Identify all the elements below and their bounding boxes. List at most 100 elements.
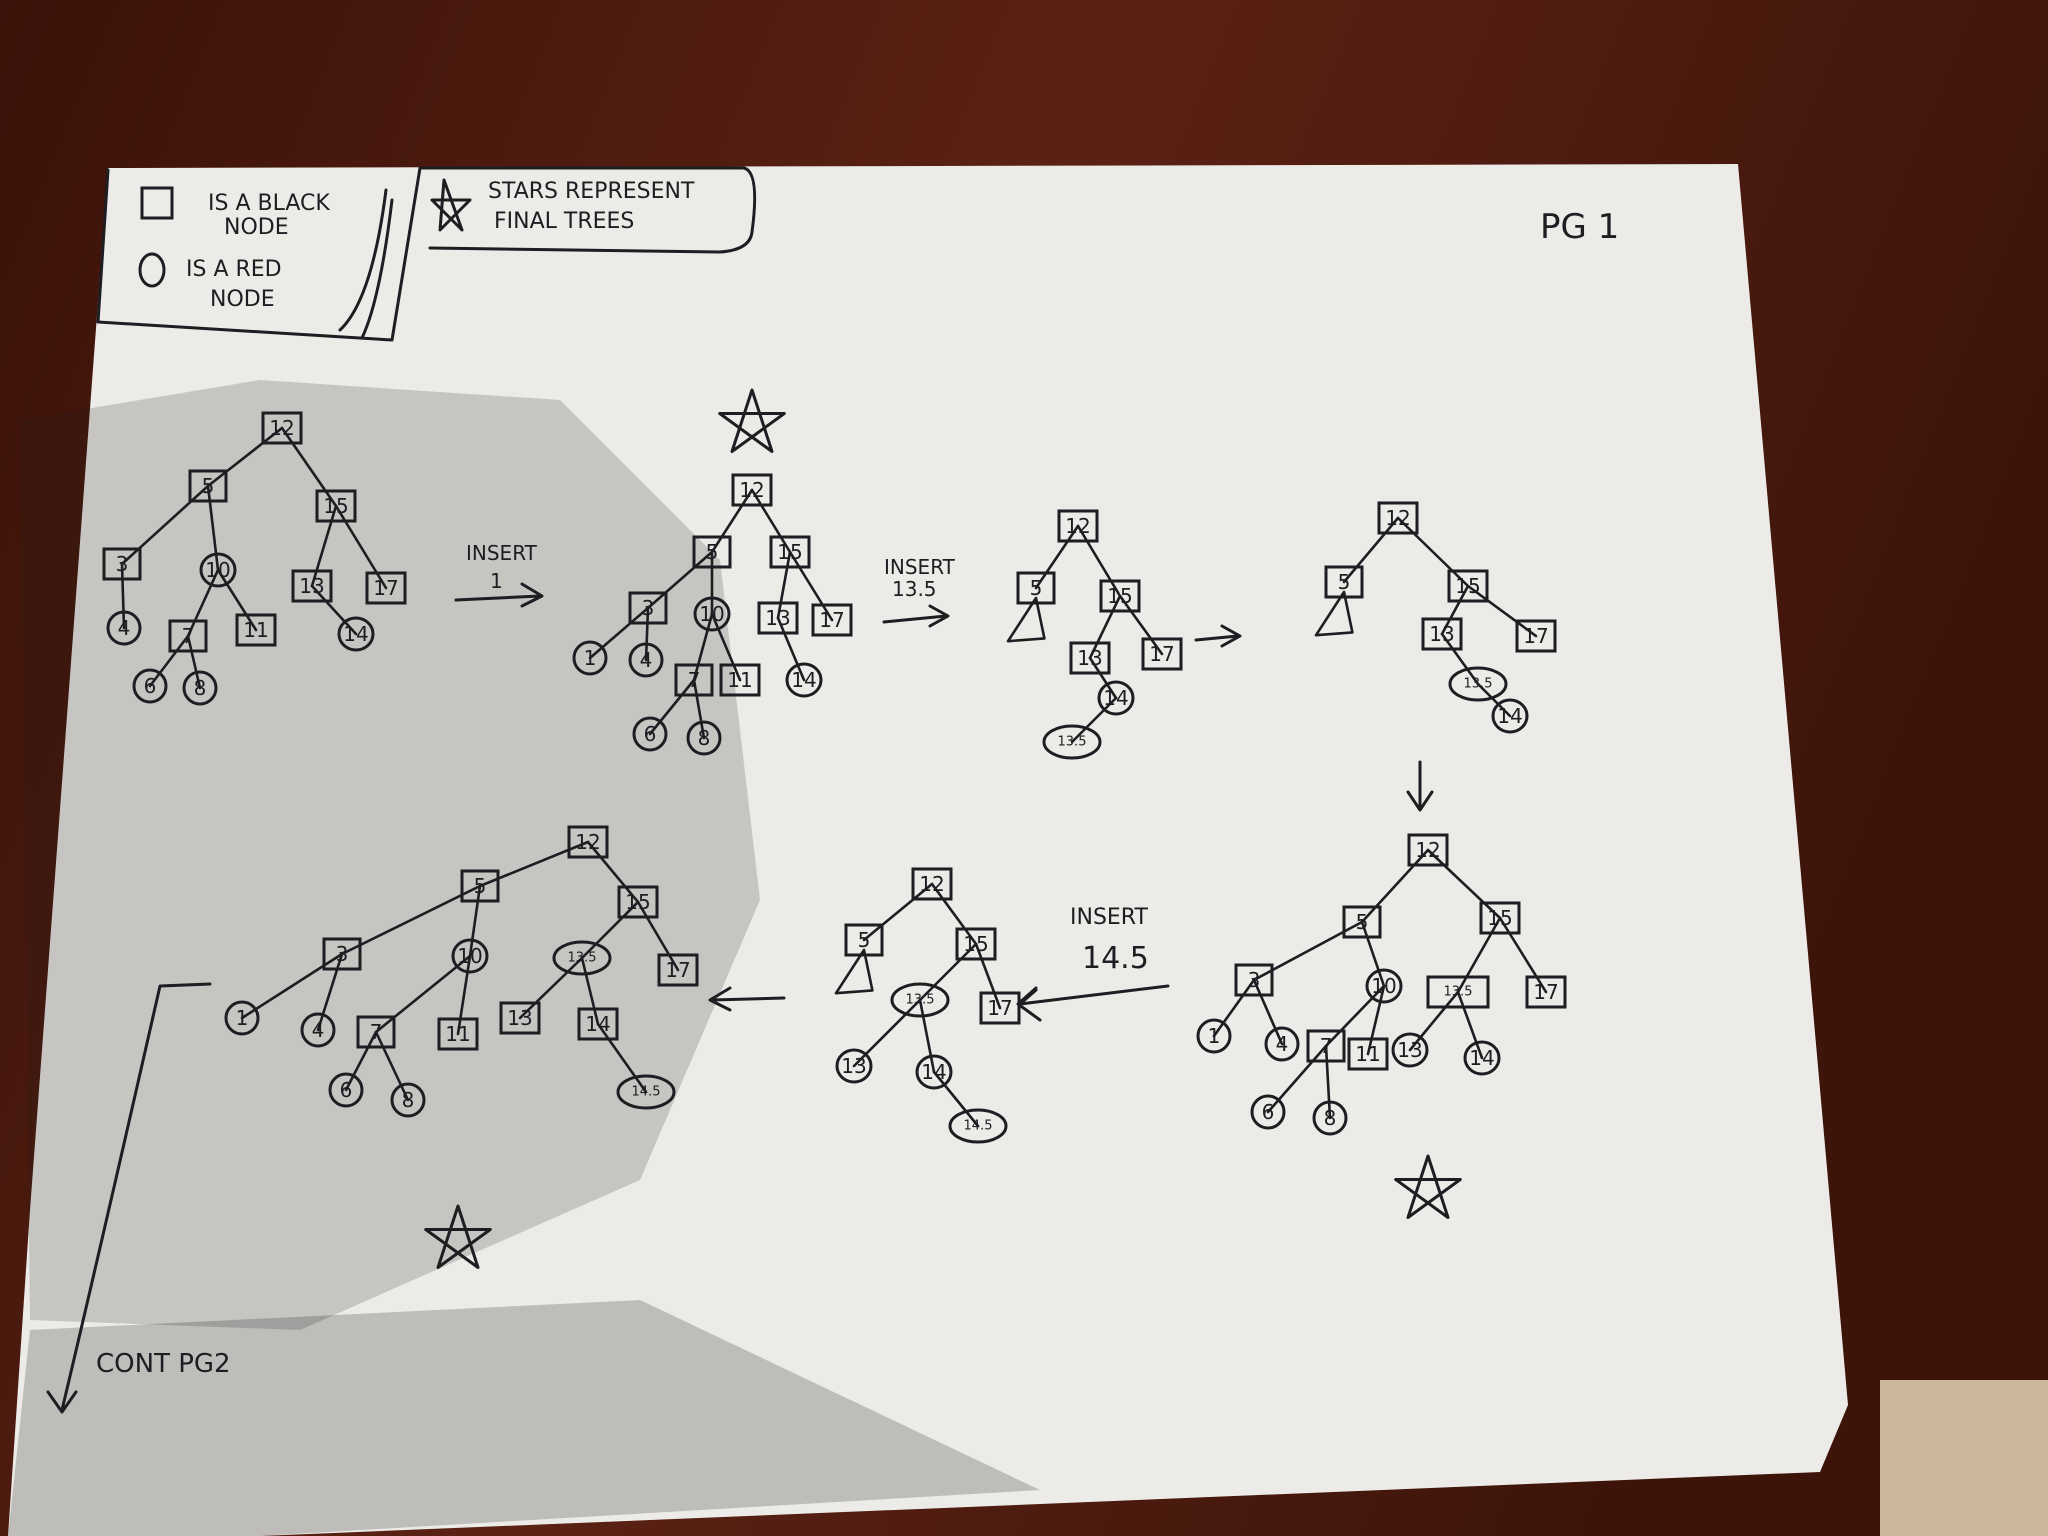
red-node-legend-icon: [138, 252, 166, 288]
tree-edge: [710, 488, 754, 554]
tree-edge: [340, 884, 482, 956]
black-node: 15: [1447, 569, 1489, 603]
red-node: 8: [686, 720, 722, 756]
black-node-box: [102, 547, 142, 581]
black-node-box: [168, 619, 208, 653]
black-node-box: [235, 613, 277, 647]
insert-14-5-label: INSERT 14.5: [1070, 905, 1149, 976]
red-node: 10: [1365, 968, 1403, 1004]
black-node: 15: [955, 927, 997, 961]
legend-black-line2: NODE: [224, 215, 289, 240]
tree-edge: [692, 678, 706, 740]
node-label: 1: [1208, 1024, 1221, 1048]
black-node-box: [979, 991, 1021, 1025]
node-label: 11: [727, 668, 752, 692]
tree-edge: [216, 568, 258, 632]
final-tree-star-icon: [424, 1204, 492, 1269]
black-node: 5: [460, 869, 500, 903]
tree-edge: [1034, 524, 1080, 590]
tree-edge: [776, 616, 806, 682]
tree-edge: [1456, 990, 1484, 1060]
continue-line: [46, 982, 212, 1414]
red-node: 14: [1097, 680, 1135, 716]
red-node: 10: [693, 596, 731, 632]
red-node-circle: [1264, 1026, 1300, 1062]
node-label: 1: [584, 646, 597, 670]
red-node: 4: [628, 642, 664, 678]
node-label: 13: [1077, 646, 1102, 670]
red-node: 14: [1491, 698, 1529, 734]
tree-edge: [1070, 696, 1118, 744]
star-legend-icon: [430, 178, 472, 232]
node-label: 3: [336, 942, 349, 966]
black-node: 15: [315, 489, 357, 523]
red-node: 6: [632, 716, 668, 752]
tree-edge: [1212, 978, 1256, 1038]
tree-edge: [930, 882, 978, 946]
black-node-box: [1447, 569, 1489, 603]
red-node-circle: [224, 1000, 260, 1036]
node-label: 11: [243, 618, 268, 642]
red-node-circle: [835, 1048, 873, 1084]
black-node: 15: [1479, 901, 1521, 935]
red-node-circle: [572, 640, 608, 676]
tree-edge: [310, 584, 358, 636]
node-label: 13: [299, 574, 324, 598]
black-node: 11: [1347, 1037, 1389, 1071]
red-node: 8: [182, 670, 218, 706]
node-label: 13: [841, 1054, 866, 1078]
node-label: 12: [739, 478, 764, 502]
black-node-box: [1347, 1037, 1389, 1071]
black-node-box: [1421, 617, 1463, 651]
black-node-box: [1057, 509, 1099, 543]
black-node: 3: [628, 591, 668, 625]
black-node-box: [1306, 1029, 1346, 1063]
black-node-box: [1407, 833, 1449, 867]
red-node: 6: [1250, 1094, 1286, 1130]
tree-edge: [596, 1022, 648, 1094]
node-label: 11: [1355, 1042, 1380, 1066]
tree-edge: [374, 1030, 410, 1102]
legend-stars-line1: STARS REPRESENT: [488, 179, 695, 204]
subtree-triangle: [1314, 590, 1354, 637]
node-label: 17: [819, 608, 844, 632]
node-label: 15: [625, 890, 650, 914]
tree-edge: [862, 882, 934, 942]
node-label: 15: [1455, 574, 1480, 598]
node-label: 7: [370, 1020, 383, 1044]
red-node-circle: [686, 720, 722, 756]
red-node: 14.5: [948, 1108, 1008, 1144]
insert-1-label: INSERT 1: [466, 541, 538, 593]
black-node: 14: [577, 1007, 619, 1041]
tree-edge: [1466, 584, 1538, 638]
black-node-box: [1342, 905, 1382, 939]
red-node: 14: [915, 1054, 953, 1090]
red-node-circle: [328, 1072, 364, 1108]
red-node: 14: [1463, 1040, 1501, 1076]
black-node-box: [567, 825, 609, 859]
black-node-box: [1099, 579, 1141, 613]
tree-edge: [1476, 682, 1512, 718]
node-label: 12: [1385, 506, 1410, 530]
subtree-triangle: [834, 948, 874, 995]
black-node: 3: [1234, 963, 1274, 997]
node-label: 14.5: [632, 1085, 661, 1100]
black-node-box: [617, 885, 659, 919]
node-label: 10: [699, 602, 724, 626]
black-node-box: [769, 535, 811, 569]
red-node: 1: [224, 1000, 260, 1036]
node-label: 14: [343, 622, 368, 646]
red-node: 10: [451, 938, 489, 974]
red-node-circle: [1463, 1040, 1501, 1076]
black-node: 17: [657, 953, 699, 987]
tree-edge: [186, 568, 220, 638]
node-label: 5: [858, 928, 871, 952]
node-label: 14: [1469, 1046, 1494, 1070]
node-label: 12: [1415, 838, 1440, 862]
black-node-box: [674, 663, 714, 697]
black-node: 5: [1016, 571, 1056, 605]
red-node-circle: [552, 940, 612, 976]
black-node-box: [1016, 571, 1056, 605]
black-node: 12: [1377, 501, 1419, 535]
